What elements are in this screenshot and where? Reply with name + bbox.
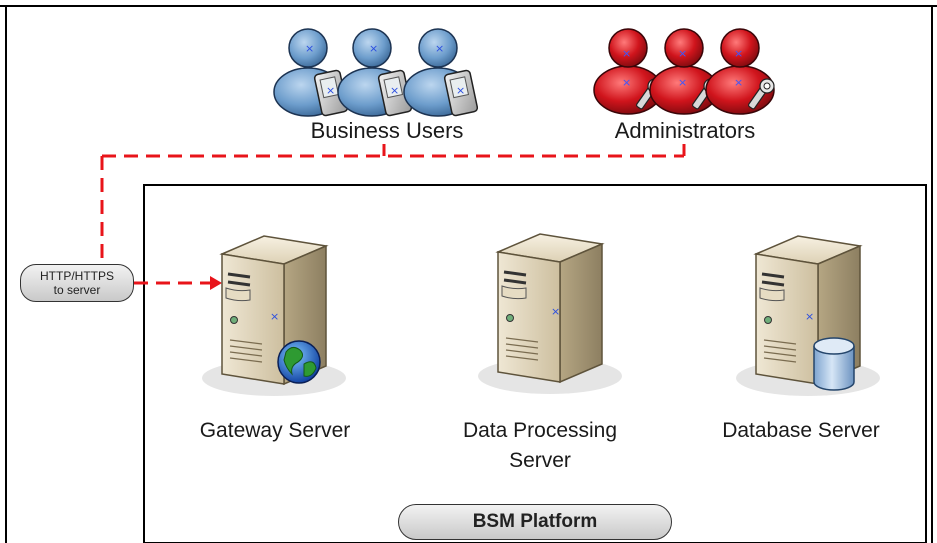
connector-line1: HTTP/HTTPS (40, 269, 114, 283)
gateway-server-label: Gateway Server (199, 419, 351, 442)
svg-text:×: × (270, 310, 279, 323)
http-https-connector-badge: HTTP/HTTPS to server (20, 264, 134, 302)
bsm-platform-box (143, 184, 927, 543)
data-processing-server-icon: × (476, 232, 624, 396)
business-users-label: Business Users (310, 118, 464, 143)
arrow-head (210, 276, 222, 290)
administrators-label: Administrators (614, 118, 756, 143)
dashed-connector-lines (100, 144, 686, 266)
svg-text:×: × (805, 310, 814, 323)
gateway-server-icon: × (200, 234, 348, 398)
data-processing-line2: Server (509, 449, 571, 472)
svg-text:×: × (551, 305, 560, 318)
database-server-icon: × (734, 234, 882, 398)
business-users-icon (273, 28, 479, 117)
globe-icon (277, 340, 321, 384)
connector-line2: to server (53, 283, 101, 297)
database-server-label: Database Server (722, 419, 880, 442)
data-processing-server-label: Data Processing Server (430, 416, 650, 476)
data-processing-line1: Data Processing (462, 419, 618, 442)
database-icon (813, 337, 855, 391)
bsm-platform-label: BSM Platform (398, 504, 672, 540)
administrators-icon (593, 28, 775, 115)
